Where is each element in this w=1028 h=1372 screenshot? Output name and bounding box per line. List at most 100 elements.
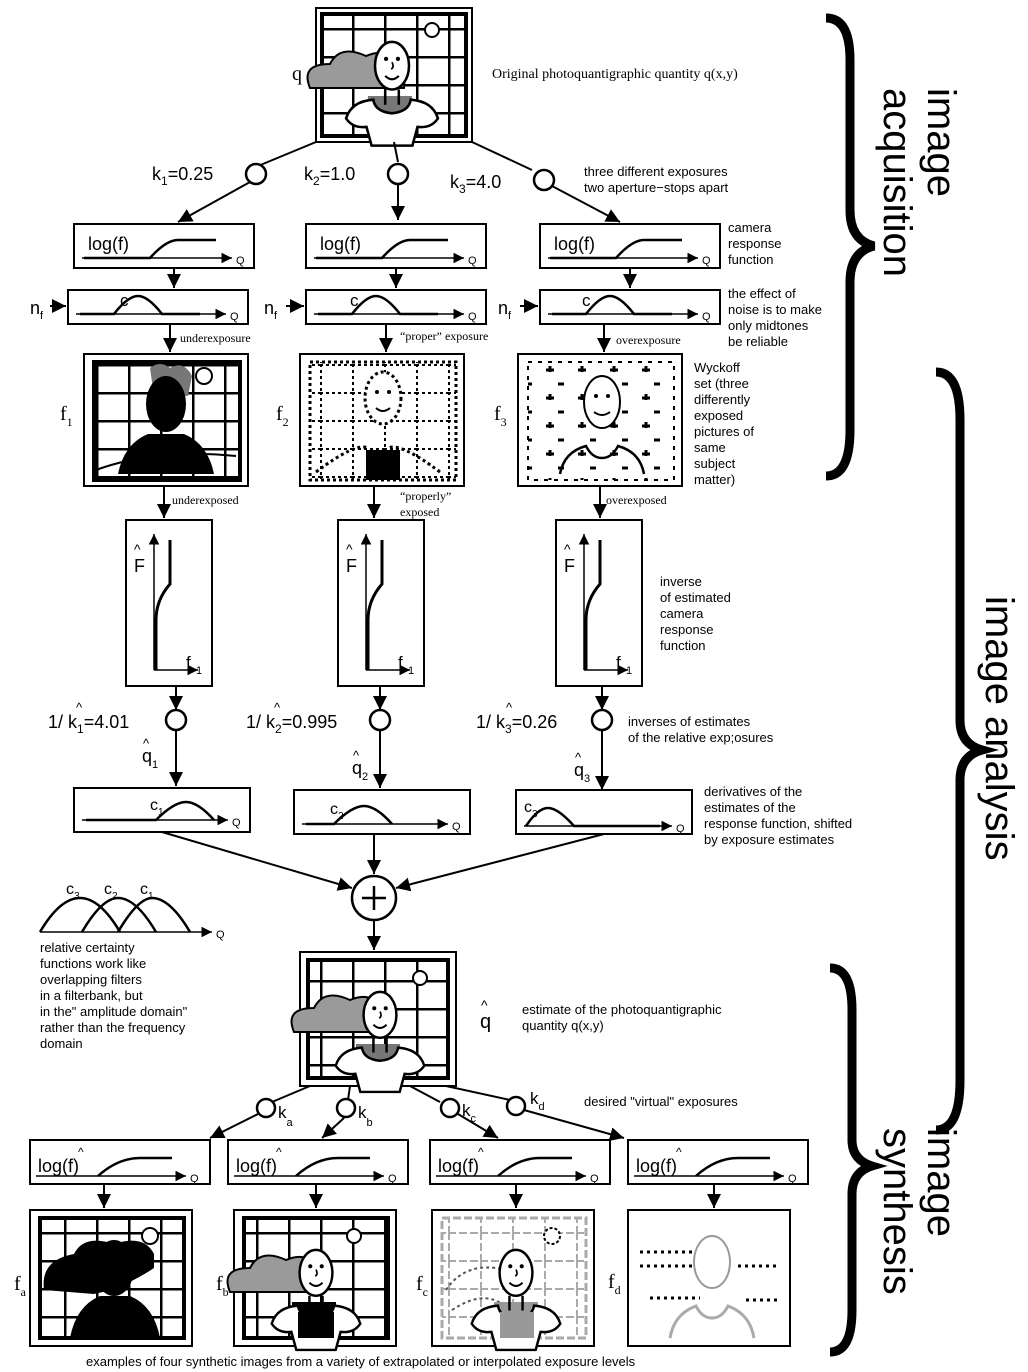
svg-text:Q: Q — [468, 255, 477, 267]
wyckoff-note-6: same — [694, 440, 726, 455]
noise-note-4: be reliable — [728, 334, 788, 349]
image-f3-overexposed — [518, 354, 682, 486]
virtual-ka — [257, 1099, 275, 1117]
inverse-note-4: response — [660, 622, 713, 637]
noise-note-1: the effect of — [728, 286, 796, 301]
virtual-response-b: log(f) ^ Q — [228, 1140, 408, 1185]
wyckoff-note-8: matter) — [694, 472, 735, 487]
virtual-kd — [507, 1097, 525, 1115]
multiplier-k2 — [388, 164, 408, 184]
exposed-label: exposed — [400, 505, 439, 519]
bracket-label-analysis: image analysis — [977, 596, 1021, 861]
image-fb — [228, 1210, 397, 1350]
wyckoff-note-7: subject — [694, 456, 736, 471]
filter-note-6: rather than the frequency — [40, 1020, 186, 1035]
underexposure-label: underexposure — [180, 331, 251, 345]
svg-text:^: ^ — [78, 1145, 84, 1159]
proper-exposure-label: “proper” exposure — [400, 329, 488, 343]
image-fa — [30, 1210, 192, 1346]
svg-text:Q: Q — [590, 1173, 599, 1185]
overexposure-label: overexposure — [616, 333, 681, 347]
image-f1-underexposed — [84, 354, 248, 486]
virtual-response-c: log(f) ^ Q — [430, 1140, 610, 1185]
svg-text:^: ^ — [564, 541, 571, 557]
certainty-note-2: estimates of the — [704, 800, 796, 815]
filter-note-1: relative certainty — [40, 940, 135, 955]
bracket-label-image-2: image — [919, 1128, 963, 1237]
svg-text:Q: Q — [388, 1173, 397, 1185]
svg-text:Q: Q — [702, 255, 711, 267]
inv-exposure-note-2: of the relative exp;osures — [628, 730, 774, 745]
bracket-analysis — [936, 372, 982, 1130]
svg-text:1: 1 — [408, 665, 414, 677]
image-fc — [432, 1210, 594, 1350]
bracket-label-image-1: image — [919, 88, 963, 197]
svg-text:Q: Q — [676, 823, 685, 835]
svg-text:log(f): log(f) — [554, 234, 595, 254]
image-f2-proper — [300, 354, 464, 486]
inv-k1-label: 1/ k1=4.01 — [48, 712, 129, 736]
svg-text:log(f): log(f) — [38, 1156, 79, 1176]
certainty-box-1: c1 Q — [74, 788, 250, 832]
virtual-note: desired "virtual" exposures — [584, 1094, 738, 1109]
inverse-note-2: of estimated — [660, 590, 731, 605]
svg-text:log(f): log(f) — [320, 234, 361, 254]
certainty-box-2: c2 Q — [294, 790, 470, 834]
multiplier-k1 — [246, 164, 266, 184]
certainty-note-4: by exposure estimates — [704, 832, 835, 847]
certainty-note-3: response function, shifted — [704, 816, 852, 831]
virtual-response-d: log(f) ^ Q — [628, 1140, 808, 1185]
response-note-3: function — [728, 252, 774, 267]
svg-text:^: ^ — [276, 1145, 282, 1159]
inv-multiplier-3 — [592, 710, 612, 730]
inverse-box-3: F ^ f 1 — [556, 520, 642, 686]
wyckoff-note-3: differently — [694, 392, 751, 407]
svg-text:log(f): log(f) — [438, 1156, 479, 1176]
virtual-response-a: log(f) ^ Q — [30, 1140, 210, 1185]
ka-label: ka — [278, 1103, 294, 1129]
inv-multiplier-1 — [166, 710, 186, 730]
kb-label: kb — [358, 1103, 373, 1129]
inverse-box-2: F ^ f 1 — [338, 520, 424, 686]
filter-note-4: in a filterbank, but — [40, 988, 143, 1003]
exposure-note-2: two aperture−stops apart — [584, 180, 729, 195]
svg-text:1: 1 — [626, 665, 632, 677]
filter-note-2: functions work like — [40, 956, 146, 971]
svg-text:F: F — [346, 556, 357, 576]
k2-label: k2=1.0 — [304, 164, 355, 188]
svg-text:Q: Q — [236, 255, 245, 267]
noise-box-2: c Q — [306, 290, 486, 324]
estimate-note-1: estimate of the photoquantigraphic — [522, 1002, 722, 1017]
svg-text:log(f): log(f) — [236, 1156, 277, 1176]
original-caption: Original photoquantigraphic quantity q(x… — [492, 67, 738, 82]
fc-label: fc — [416, 1273, 428, 1299]
fb-label: fb — [216, 1273, 229, 1299]
underexposed-label: underexposed — [172, 493, 239, 507]
svg-text:Q: Q — [788, 1173, 797, 1185]
bracket-synthesis — [830, 968, 872, 1352]
filter-note-3: overlapping filters — [40, 972, 142, 987]
f1-label: f1 — [60, 403, 73, 429]
inv-multiplier-2 — [370, 710, 390, 730]
synthesis-caption: examples of four synthetic images from a… — [86, 1354, 636, 1369]
svg-text:log(f): log(f) — [636, 1156, 677, 1176]
noise-box-1: c Q — [68, 290, 248, 324]
wyckoff-note-2: set (three — [694, 376, 749, 391]
wyckoff-note-4: exposed — [694, 408, 743, 423]
overexposed-label: overexposed — [606, 493, 667, 507]
inv-exposure-note-1: inverses of estimates — [628, 714, 751, 729]
bracket-label-synthesis: synthesis — [875, 1128, 919, 1295]
f2-label: f2 — [276, 403, 289, 429]
bracket-acquisition — [826, 18, 874, 476]
kd-label: kd — [530, 1089, 545, 1113]
filterbank-illustration: c3 c2 c1 Q — [40, 881, 225, 941]
svg-text:Q: Q — [452, 821, 461, 833]
response-note-2: response — [728, 236, 781, 251]
estimate-image — [292, 952, 457, 1092]
svg-text:^: ^ — [274, 700, 281, 715]
bracket-label-acquisition: acquisition — [875, 88, 919, 277]
noise-box-3: c Q — [540, 290, 720, 324]
filter-note-5: in the" amplitude domain" — [40, 1004, 188, 1019]
svg-text:^: ^ — [134, 541, 141, 557]
svg-text:^: ^ — [676, 1145, 682, 1159]
